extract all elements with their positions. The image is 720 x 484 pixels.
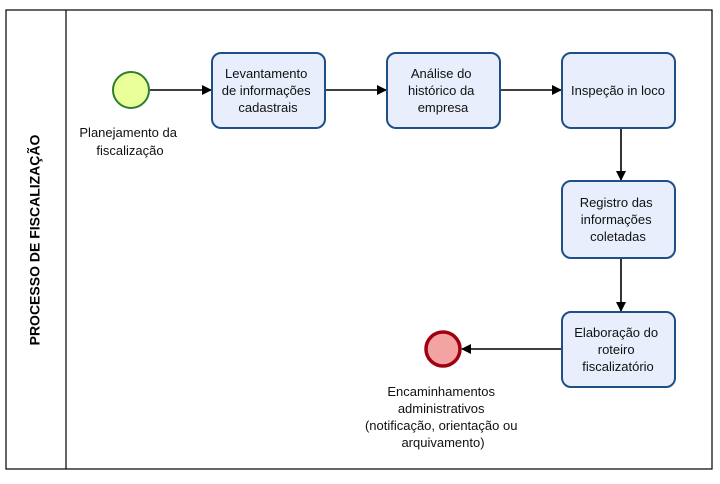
start-event-circle — [112, 71, 150, 109]
end-event-label-line: Encaminhamentos — [387, 384, 495, 399]
task-label-line: roteiro — [598, 342, 635, 357]
start-event-label-line: Planejamento da — [79, 125, 177, 140]
task-label: Registro das informações coletadas — [580, 195, 657, 244]
end-event[interactable] — [424, 330, 462, 368]
task-box — [561, 52, 676, 129]
task-label-line: empresa — [418, 100, 469, 115]
task-label-line: informações — [581, 212, 652, 227]
task-analise[interactable]: Análise do histórico da empresa — [386, 52, 501, 129]
start-event[interactable] — [112, 71, 150, 109]
task-label-line: Levantamento — [225, 66, 307, 81]
task-label-line: Análise do — [411, 66, 472, 81]
end-event-label-line: arquivamento) — [401, 435, 484, 450]
task-elaboracao[interactable]: Elaboração do roteiro fiscalizatório — [561, 311, 676, 388]
task-label-line: de informações — [222, 83, 311, 98]
task-label: Elaboração do roteiro fiscalizatório — [574, 325, 661, 374]
task-label-line: coletadas — [590, 229, 646, 244]
task-label-line: fiscalizatório — [582, 359, 654, 374]
start-event-label-line: fiscalização — [96, 143, 163, 158]
pool-title: PROCESSO DE FISCALIZAÇÃO — [26, 134, 43, 345]
task-box — [561, 180, 676, 259]
end-event-label-line: administrativos — [398, 401, 485, 416]
end-event-label: Encaminhamentos administrativos (notific… — [365, 384, 521, 450]
end-event-circle — [424, 330, 462, 368]
task-label-line: cadastrais — [238, 100, 298, 115]
task-label: Inspeção in loco — [571, 83, 665, 98]
task-registro[interactable]: Registro das informações coletadas — [561, 180, 676, 259]
task-label-line: histórico da — [408, 83, 475, 98]
task-label-line: Elaboração do — [574, 325, 658, 340]
task-box — [211, 52, 326, 129]
task-label-line: Inspeção in loco — [571, 83, 665, 98]
start-event-label: Planejamento da fiscalização — [79, 125, 180, 158]
task-inspecao[interactable]: Inspeção in loco — [561, 52, 676, 129]
task-box — [561, 311, 676, 388]
task-label: Análise do histórico da empresa — [408, 66, 478, 115]
end-event-label-line: (notificação, orientação ou — [365, 418, 517, 433]
task-box — [386, 52, 501, 129]
task-levantamento[interactable]: Levantamento de informações cadastrais — [211, 52, 326, 129]
task-label: Levantamento de informações cadastrais — [222, 66, 315, 115]
task-label-line: Registro das — [580, 195, 653, 210]
